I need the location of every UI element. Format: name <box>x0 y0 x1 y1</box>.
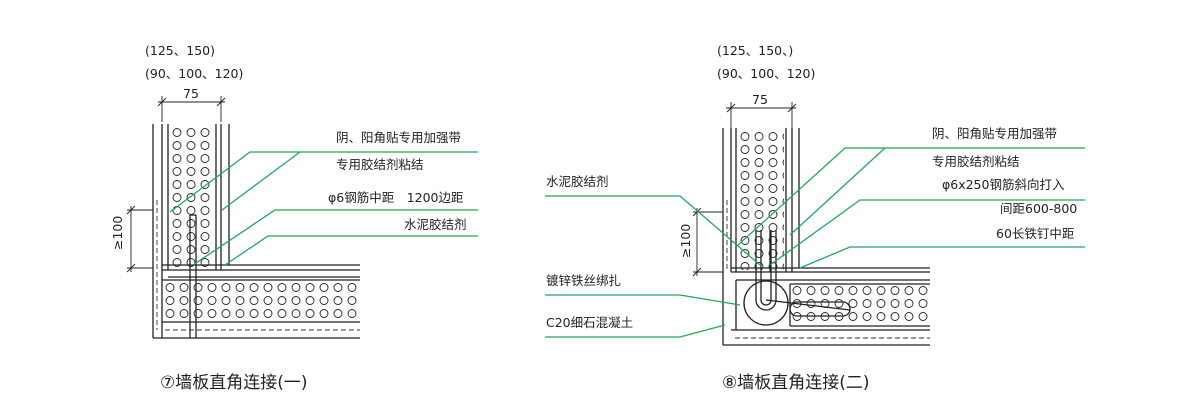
detail-7: (125、150) (90、100、120) 75 <box>110 43 478 393</box>
label-adhesive-right: 专用胶结剂粘结 <box>932 154 1020 169</box>
label-rebar-spacing: φ6钢筋中距 1200边距 <box>328 190 464 205</box>
width-dim-line <box>157 96 226 122</box>
label-diagonal-rebar: φ6x250钢筋斜向打入 <box>942 177 1065 192</box>
detail-8: (125、150、) (90、100、120) 75 <box>545 43 1085 393</box>
floor-core-holes-right <box>792 286 930 324</box>
width-dim-line-right <box>726 102 797 128</box>
dim-width: 75 <box>183 86 199 101</box>
dim-top-1: (125、150) <box>145 43 215 58</box>
dim-width-right: 75 <box>752 92 768 107</box>
leader-lines <box>169 151 478 266</box>
diagonal-rebar <box>789 301 851 317</box>
dim-height-right: ≥100 <box>678 224 693 258</box>
leader-lines-right <box>545 147 1085 338</box>
label-adhesive: 专用胶结剂粘结 <box>336 157 424 172</box>
height-dim-right: ≥100 <box>678 207 723 277</box>
label-reinforcing-tape: 阴、阳角贴专用加强带 <box>336 130 461 145</box>
label-concrete: C20细石混凝土 <box>546 315 633 330</box>
caption-detail-7: ⑦墙板直角连接(一) <box>160 373 308 393</box>
floor-core-holes <box>165 283 360 320</box>
dim-top-2: (90、100、120) <box>145 66 243 81</box>
wire-tie <box>743 280 789 326</box>
horizontal-floor-panel <box>153 214 360 339</box>
label-cement-adhesive-right: 水泥胶结剂 <box>546 174 609 189</box>
label-rebar-spacing-right: 间距600-800 <box>1000 201 1077 216</box>
height-dim: ≥100 <box>110 205 153 273</box>
panel-core-holes <box>170 126 214 268</box>
label-cement-adhesive: 水泥胶结剂 <box>404 217 467 232</box>
caption-detail-8: ⑧墙板直角连接(二) <box>722 373 870 393</box>
dim-top-1-right: (125、150、) <box>717 43 793 58</box>
label-nail-spacing: 60长铁钉中距 <box>996 226 1074 241</box>
label-reinforcing-tape-right: 阴、阳角贴专用加强带 <box>932 126 1057 141</box>
horizontal-floor-panel-right <box>723 230 930 346</box>
dim-top-2-right: (90、100、120) <box>717 66 815 81</box>
dim-height: ≥100 <box>110 216 125 250</box>
vertical-wall-panel <box>152 124 230 338</box>
label-wire-tie: 镀锌铁丝绑扎 <box>546 273 621 288</box>
